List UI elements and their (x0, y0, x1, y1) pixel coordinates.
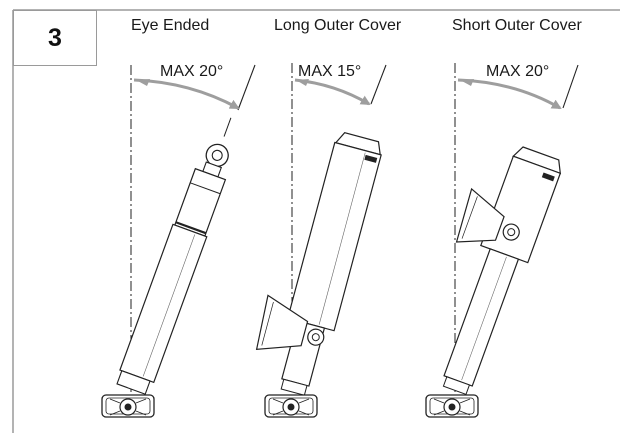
max-angle-line-3 (562, 64, 579, 109)
column-title-long-outer-cover: Long Outer Cover (274, 17, 402, 34)
frame-lines (12, 9, 620, 433)
clevis-1 (101, 394, 155, 418)
actuator-short-outer-cover (425, 63, 579, 418)
angle-label-short-outer-cover: MAX 20° (486, 63, 550, 80)
actuator-eye-ended (101, 64, 256, 418)
angle-label-long-outer-cover: MAX 15° (298, 63, 362, 80)
max-angle-line-2 (370, 64, 387, 105)
clevis-2 (264, 394, 318, 418)
angle-arc-3 (457, 78, 562, 110)
angle-arc-1 (133, 78, 240, 110)
max-angle-line-1 (237, 64, 256, 111)
step-number-badge: 3 (13, 10, 97, 66)
actuator-long-outer-cover (255, 63, 387, 418)
column-title-eye-ended: Eye Ended (131, 17, 210, 34)
column-title-short-outer-cover: Short Outer Cover (452, 17, 582, 34)
clevis-3 (425, 394, 479, 418)
angle-label-eye-ended: MAX 20° (160, 63, 224, 80)
